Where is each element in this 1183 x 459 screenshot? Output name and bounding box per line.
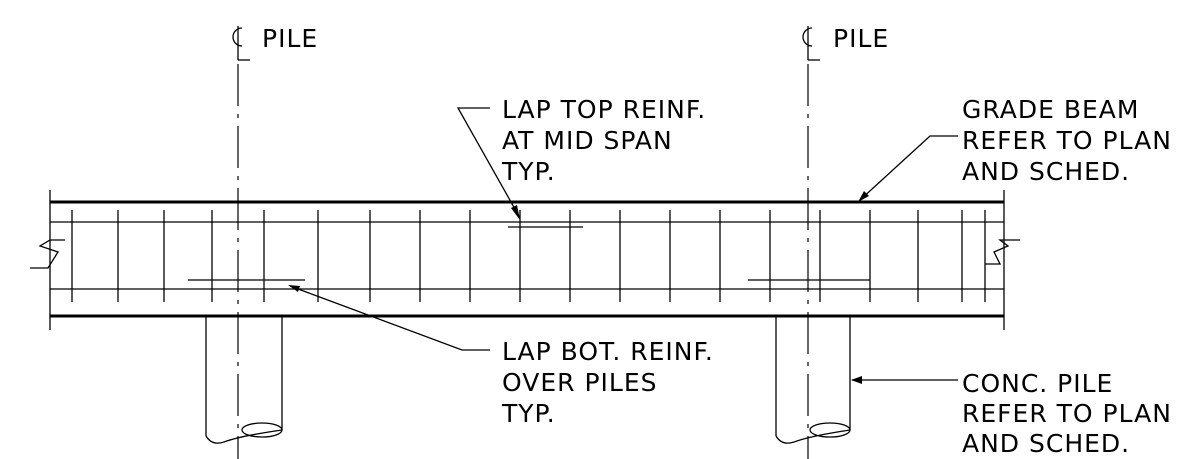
svg-text:AND SCHED.: AND SCHED. (962, 157, 1130, 186)
svg-text:LAP TOP REINF.: LAP TOP REINF. (502, 95, 706, 124)
pile-left (205, 316, 283, 444)
centerline-symbol-right (802, 26, 820, 61)
break-symbol-left (30, 239, 65, 269)
stirrups (71, 210, 986, 302)
svg-text:TYP.: TYP. (501, 157, 556, 186)
svg-text:AT MID SPAN: AT MID SPAN (502, 126, 673, 155)
leader-conc-pile (851, 376, 958, 384)
longitudinal-reinforcement (50, 221, 1004, 290)
cl-pile-label-right: PILE (833, 24, 889, 53)
svg-text:LAP BOT. REINF.: LAP BOT. REINF. (502, 337, 714, 366)
centerline-symbol-left (232, 26, 250, 61)
svg-text:REFER TO PLAN: REFER TO PLAN (962, 126, 1172, 155)
svg-text:OVER PILES: OVER PILES (502, 368, 658, 397)
cl-pile-label-left: PILE (262, 24, 318, 53)
note-grade-beam: GRADE BEAM REFER TO PLAN AND SCHED. (962, 95, 1172, 186)
leader-lap-top (456, 107, 521, 220)
pile-right (775, 316, 851, 444)
note-lap-top: LAP TOP REINF. AT MID SPAN TYP. (501, 95, 706, 186)
note-lap-bot: LAP BOT. REINF. OVER PILES TYP. (501, 337, 714, 428)
svg-text:GRADE BEAM: GRADE BEAM (962, 95, 1139, 124)
svg-text:CONC. PILE: CONC. PILE (962, 369, 1113, 398)
leader-lap-bot (288, 285, 490, 351)
break-symbol-right (985, 239, 1020, 265)
note-conc-pile: CONC. PILE REFER TO PLAN AND SCHED. (962, 369, 1172, 458)
svg-text:AND SCHED.: AND SCHED. (962, 429, 1130, 458)
svg-text:TYP.: TYP. (501, 399, 556, 428)
svg-text:REFER TO PLAN: REFER TO PLAN (962, 399, 1172, 428)
leader-grade-beam (858, 135, 958, 202)
grade-beam (30, 190, 1020, 330)
